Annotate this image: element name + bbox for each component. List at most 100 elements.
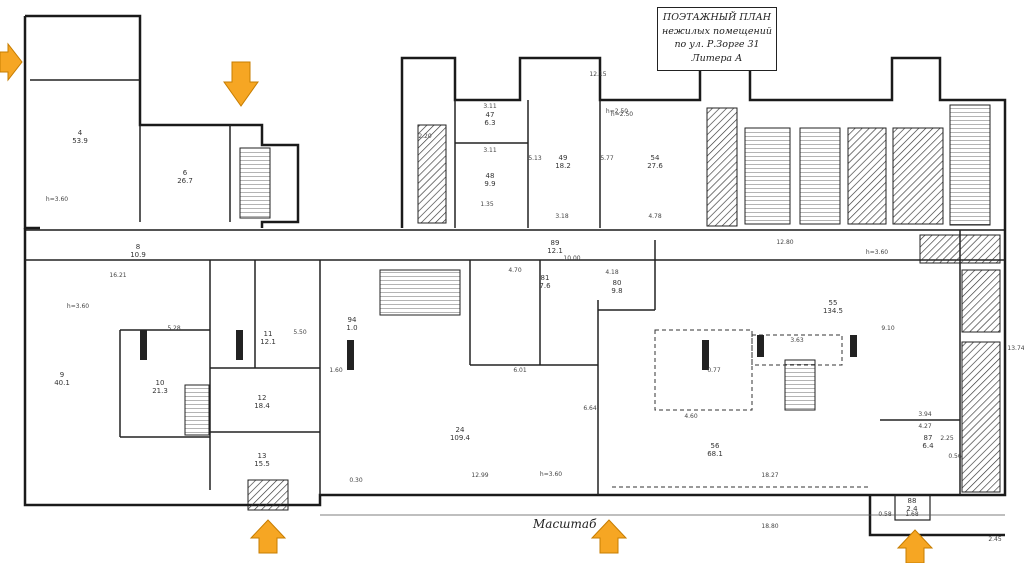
dimension-label: 18.27 bbox=[761, 472, 778, 479]
dimension-label: 5.13 bbox=[528, 155, 542, 162]
room-47-number: 47 bbox=[486, 111, 495, 119]
dimension-label: 18.80 bbox=[761, 523, 778, 530]
dimension-label: 12.15 bbox=[589, 71, 606, 78]
internal-walls bbox=[25, 79, 1005, 495]
room-4-label: 4 bbox=[78, 129, 83, 137]
room-49-number: 49 bbox=[559, 154, 568, 162]
dimension-label: 5.77 bbox=[600, 155, 614, 162]
room-12-number: 12 bbox=[258, 394, 267, 402]
room-89-area: 12.1 bbox=[547, 247, 563, 255]
entry-vestibule bbox=[247, 479, 289, 511]
dimension-label: 4.27 bbox=[918, 423, 932, 430]
room-24-area: 109.4 bbox=[450, 434, 471, 442]
entrance-arrow-bottom-2 bbox=[590, 519, 628, 554]
dimension-label: 3.11 bbox=[483, 103, 497, 110]
dimension-label: 0.56 bbox=[948, 453, 962, 460]
room-81-area: 7.6 bbox=[539, 282, 551, 290]
room-8-number: 8 bbox=[136, 243, 140, 251]
room-11-number: 11 bbox=[264, 330, 273, 338]
dimension-label: 10.00 bbox=[563, 255, 580, 262]
room-10-number: 10 bbox=[156, 379, 165, 387]
title-line-4: Литера А bbox=[691, 52, 743, 64]
dimension-label: 1.68 bbox=[905, 511, 919, 518]
dimension-label: 4.60 bbox=[684, 413, 698, 420]
room-6-number: 6 bbox=[183, 169, 188, 177]
dimension-label: 4.70 bbox=[508, 267, 522, 274]
room-54-area: 27.6 bbox=[647, 162, 663, 170]
room-47-area: 6.3 bbox=[484, 119, 495, 127]
entrance-arrows bbox=[0, 42, 934, 563]
title-line-3: по ул. Р.Зорге 31 bbox=[674, 39, 760, 50]
room-10-area: 21.3 bbox=[152, 387, 168, 395]
room-81-number: 81 bbox=[541, 274, 550, 282]
hatched-blocks bbox=[184, 104, 1001, 493]
room-48-number: 48 bbox=[486, 172, 495, 180]
room-55-area: 134.5 bbox=[823, 307, 843, 315]
dimension-label: 0.77 bbox=[707, 367, 721, 374]
dimension-label: 4.18 bbox=[605, 269, 619, 276]
room-56-number: 56 bbox=[711, 442, 720, 450]
dimension-label: 3.63 bbox=[790, 337, 804, 344]
room-12-area: 18.4 bbox=[254, 402, 270, 410]
room-56-area: 68.1 bbox=[707, 450, 723, 458]
room-4-area: 53.9 bbox=[72, 137, 88, 145]
room-88-box bbox=[894, 494, 931, 521]
room-88-number: 88 bbox=[908, 497, 917, 505]
room-88-area: 2.4 bbox=[906, 505, 918, 513]
room-89-number: 89 bbox=[551, 239, 560, 247]
entrance-arrow-bottom-1 bbox=[249, 519, 287, 554]
dimension-label: 2.45 bbox=[988, 536, 1002, 543]
room-94-number: 94 bbox=[348, 316, 357, 324]
dimension-label: 2.25 bbox=[940, 435, 954, 442]
room-13-number: 13 bbox=[258, 452, 267, 460]
building-walls bbox=[23, 14, 1007, 537]
columns bbox=[140, 330, 857, 370]
dimension-label: 3.11 bbox=[483, 147, 497, 154]
room-49-area: 18.2 bbox=[555, 162, 571, 170]
dimension-label: h=3.60 bbox=[540, 471, 562, 478]
room-4-number: 4 bbox=[78, 129, 83, 137]
room-55-number: 55 bbox=[829, 299, 838, 307]
dimension-label: 4.78 bbox=[648, 213, 662, 220]
dimension-label: h=2.50 bbox=[606, 108, 628, 115]
dimension-label: 5.28 bbox=[167, 325, 181, 332]
dimension-label: 1.35 bbox=[480, 201, 494, 208]
dimension-label: 12.80 bbox=[776, 239, 793, 246]
title-line-1: ПОЭТАЖНЫЙ ПЛАН bbox=[662, 12, 772, 23]
room-8-area: 10.9 bbox=[130, 251, 146, 259]
room-11-area: 12.1 bbox=[260, 338, 276, 346]
dimension-label: 12.99 bbox=[471, 472, 488, 479]
room-87-area: 6.4 bbox=[922, 442, 934, 450]
room-87-number: 87 bbox=[924, 434, 933, 442]
dimension-label: 9.10 bbox=[881, 325, 895, 332]
scale-label: Масштаб bbox=[533, 517, 597, 531]
room-13-area: 15.5 bbox=[254, 460, 270, 468]
dimension-label: 0.58 bbox=[878, 511, 892, 518]
room-80-number: 80 bbox=[613, 279, 622, 287]
room-9-number: 9 bbox=[60, 371, 64, 379]
room-94-area: 1.0 bbox=[346, 324, 357, 332]
dimension-label: h=2.50 bbox=[611, 111, 633, 118]
dashed-zones bbox=[612, 329, 870, 488]
room-24-number: 24 bbox=[456, 426, 465, 434]
room-48-area: 9.9 bbox=[484, 180, 495, 188]
dimension-label: 1.60 bbox=[329, 367, 343, 374]
entrance-arrow-left bbox=[0, 42, 23, 82]
dimension-label: 13.74 bbox=[1007, 345, 1024, 352]
entrance-arrow-bottom-3 bbox=[896, 529, 934, 563]
room-6-area: 26.7 bbox=[177, 177, 193, 185]
room-80-area: 9.8 bbox=[611, 287, 622, 295]
dimension-label: 2.20 bbox=[418, 133, 432, 140]
dimension-label: 0.30 bbox=[349, 477, 363, 484]
plan-title-box: ПОЭТАЖНЫЙ ПЛАН нежилых помещений по ул. … bbox=[657, 7, 777, 71]
dimension-label: h=3.60 bbox=[67, 303, 89, 310]
room-54-number: 54 bbox=[651, 154, 660, 162]
dimension-label: 5.50 bbox=[293, 329, 307, 336]
dimension-label: 6.64 bbox=[583, 405, 597, 412]
dimension-label: 6.01 bbox=[513, 367, 527, 374]
dimension-label: 3.18 bbox=[555, 213, 569, 220]
title-line-2: нежилых помещений bbox=[662, 25, 772, 37]
dimension-label: h=3.60 bbox=[866, 249, 888, 256]
